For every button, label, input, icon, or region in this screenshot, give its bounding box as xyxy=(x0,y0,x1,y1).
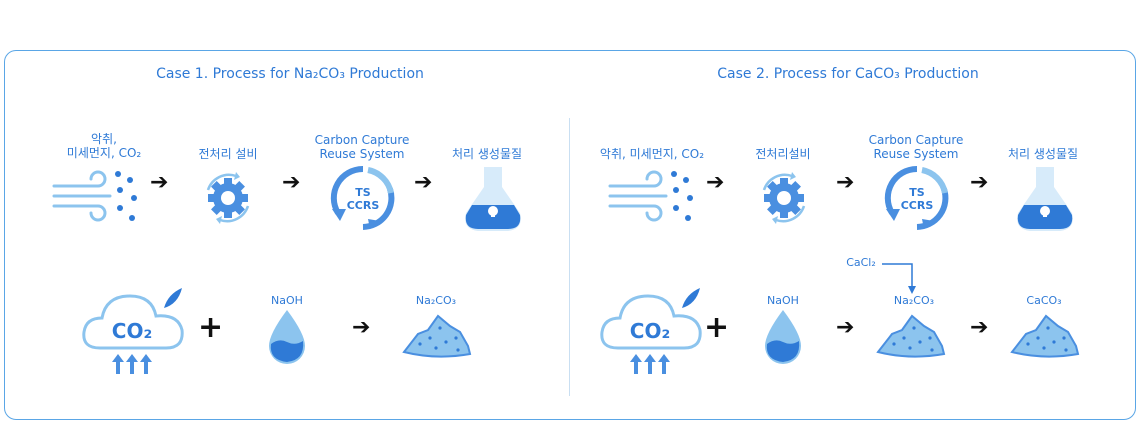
cacl2-feed-arrow xyxy=(882,263,916,294)
diagram-frame xyxy=(4,50,1136,420)
flow-arrow: ➔ xyxy=(970,170,989,195)
powder-pile-icon xyxy=(1010,314,1080,358)
ccrs-badge-line1: TS xyxy=(355,186,371,199)
wind-dust-icon xyxy=(608,170,693,222)
case1-result-label: Na₂CO₃ xyxy=(415,294,457,307)
droplet-icon xyxy=(269,310,305,364)
case-divider xyxy=(569,118,570,396)
ccrs-badge-line2: CCRS xyxy=(901,199,934,212)
flow-arrow: ➔ xyxy=(836,170,855,195)
case2-product-label: 처리 생성물질 xyxy=(1007,147,1079,161)
plus-sign: + xyxy=(704,310,730,345)
flow-arrow: ➔ xyxy=(150,170,169,195)
case2-ccrs-label: Carbon Capture Reuse System xyxy=(868,133,964,161)
flow-arrow: ➔ xyxy=(414,170,433,195)
flow-arrow: ➔ xyxy=(706,170,725,195)
case1-input-label: 악취, 미세먼지, CO₂ xyxy=(66,132,142,160)
case2-title: Case 2. Process for CaCO₃ Production xyxy=(717,66,979,82)
flow-arrow: ➔ xyxy=(970,315,989,340)
case1-pretreat-label: 전처리 설비 xyxy=(198,147,258,161)
flow-arrow: ➔ xyxy=(352,315,371,340)
plus-sign: + xyxy=(198,310,224,345)
case2-result-label: CaCO₃ xyxy=(1026,294,1062,307)
flow-arrow: ➔ xyxy=(836,315,855,340)
case2-pretreat-label: 전처리설비 xyxy=(755,147,811,161)
case1-title: Case 1. Process for Na₂CO₃ Production xyxy=(156,66,424,82)
wind-dust-icon xyxy=(52,170,137,222)
co2-cloud-icon: CO₂ xyxy=(82,288,184,374)
flask-icon xyxy=(1017,167,1073,231)
droplet-icon xyxy=(765,310,801,364)
gear-icon xyxy=(206,172,250,224)
case1-naoh-label: NaOH xyxy=(271,294,303,307)
flask-icon xyxy=(465,167,521,231)
powder-pile-icon xyxy=(876,314,946,358)
ccrs-cycle-icon: TS CCRS xyxy=(884,165,949,230)
case1-ccrs-label: Carbon Capture Reuse System xyxy=(314,133,410,161)
case1-product-label: 처리 생성물질 xyxy=(451,147,523,161)
gear-icon xyxy=(762,172,806,224)
ccrs-badge-line1: TS xyxy=(909,186,925,199)
flow-arrow: ➔ xyxy=(282,170,301,195)
case2-cacl2-label: CaCl₂ xyxy=(846,256,876,269)
ccrs-badge-line2: CCRS xyxy=(347,199,380,212)
powder-pile-icon xyxy=(402,314,472,358)
case2-mid-label: Na₂CO₃ xyxy=(893,294,935,307)
case2-input-label: 악취, 미세먼지, CO₂ xyxy=(599,147,705,161)
co2-badge: CO₂ xyxy=(630,319,670,343)
co2-cloud-icon: CO₂ xyxy=(600,288,702,374)
co2-badge: CO₂ xyxy=(112,319,152,343)
ccrs-cycle-icon: TS CCRS xyxy=(330,165,395,230)
case2-naoh-label: NaOH xyxy=(767,294,799,307)
